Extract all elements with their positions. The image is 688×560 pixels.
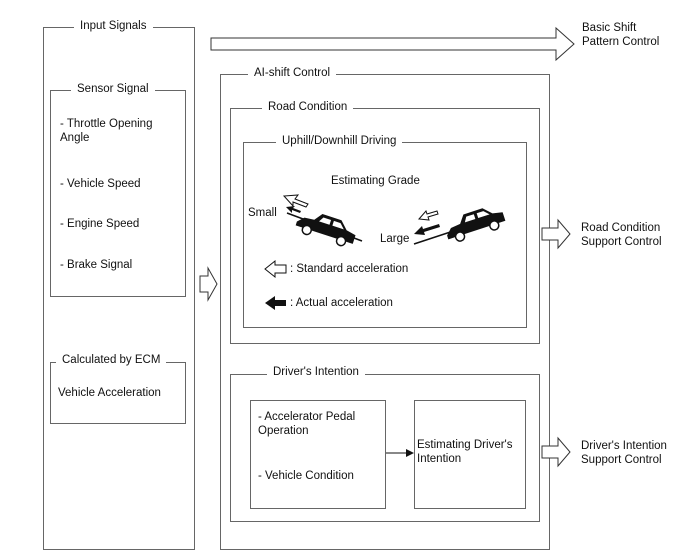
uphill-actual-arrow [414, 224, 440, 235]
input-to-aishift-arrow [199, 266, 218, 302]
road-condition-title: Road Condition [262, 100, 354, 114]
basic-shift-arrow [210, 26, 575, 62]
estimating-intention-box [414, 400, 526, 509]
drivers-intention-panel [230, 374, 540, 522]
sensor-item-vehicle-speed: - Vehicle Speed [60, 178, 141, 190]
driver-inputs-box [250, 400, 386, 509]
estimating-intention-label: Estimating Driver's Intention [417, 439, 513, 465]
sensor-item-brake: - Brake Signal [60, 259, 133, 271]
drivers-intention-title: Driver's Intention [267, 365, 365, 379]
ecm-title: Calculated by ECM [56, 353, 167, 367]
output-road-support: Road Condition Support Control [581, 222, 662, 248]
ai-shift-title: AI-shift Control [248, 66, 337, 80]
small-label: Small [248, 207, 277, 219]
uphill-downhill-title: Uphill/Downhill Driving [276, 134, 403, 148]
driver-flow-arrowhead [406, 449, 414, 457]
large-label: Large [380, 233, 410, 245]
ai-shift-panel [220, 74, 550, 550]
driver-input-vehicle-condition: - Vehicle Condition [258, 470, 354, 482]
output-basic-shift: Basic Shift Pattern Control [582, 22, 660, 48]
downhill-actual-arrow [286, 206, 301, 213]
driver-input-accelerator: - Accelerator Pedal Operation [258, 411, 356, 437]
output-driver-support: Driver's Intention Support Control [581, 440, 667, 466]
ecm-value: Vehicle Acceleration [58, 387, 161, 399]
uphill-standard-arrow [417, 210, 439, 221]
legend-standard-label: : Standard acceleration [290, 263, 409, 275]
uphill-car [447, 208, 506, 242]
legend-standard-icon [264, 259, 287, 279]
downhill-standard-arrow [282, 194, 309, 208]
downhill-car [295, 214, 356, 247]
estimating-grade-label: Estimating Grade [331, 175, 420, 187]
road-support-arrow [541, 218, 571, 250]
driver-support-arrow [541, 436, 571, 468]
sensor-signal-title: Sensor Signal [71, 82, 155, 96]
legend-actual-label: : Actual acceleration [290, 297, 393, 309]
sensor-item-engine-speed: - Engine Speed [60, 218, 140, 230]
road-condition-panel [230, 108, 540, 344]
sensor-item-throttle: - Throttle Opening Angle [60, 118, 153, 144]
legend-actual-icon [265, 296, 286, 310]
input-signals-title: Input Signals [74, 19, 153, 33]
